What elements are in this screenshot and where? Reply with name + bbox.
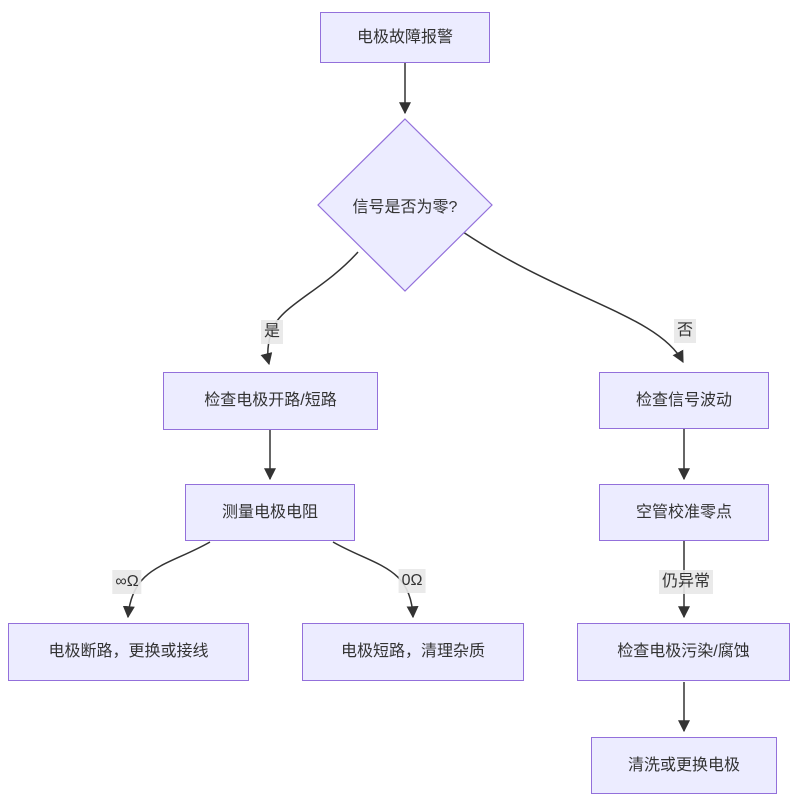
node-short-circuit-fix: 电极短路，清理杂质 bbox=[302, 623, 524, 681]
edge-label-zero-ohm: 0Ω bbox=[398, 569, 426, 593]
edge-decision-no bbox=[462, 231, 684, 364]
node-clean-or-replace: 清洗或更换电极 bbox=[591, 737, 777, 794]
edge-decision-yes bbox=[260, 251, 359, 366]
edge-measure-to-opencircuit bbox=[122, 541, 211, 619]
node-open-circuit-fix: 电极断路，更换或接线 bbox=[8, 623, 249, 681]
edge-label-infinite-ohm: ∞Ω bbox=[112, 570, 142, 594]
node-electrode-fault-alarm: 电极故障报警 bbox=[320, 12, 490, 63]
edge-label-yes: 是 bbox=[260, 320, 284, 344]
edge-label-still-abnormal: 仍异常 bbox=[658, 570, 714, 594]
node-decision-signal-zero: 信号是否为零? bbox=[352, 199, 458, 216]
node-check-open-short: 检查电极开路/短路 bbox=[163, 372, 378, 430]
node-empty-pipe-zero: 空管校准零点 bbox=[599, 484, 769, 541]
decision-diamond-shape bbox=[317, 118, 493, 292]
node-check-fluctuation: 检查信号波动 bbox=[599, 372, 769, 429]
node-check-contamination: 检查电极污染/腐蚀 bbox=[577, 623, 790, 681]
edge-measure-to-shortcircuit bbox=[332, 541, 419, 619]
node-measure-resistance: 测量电极电阻 bbox=[185, 484, 355, 541]
edge-label-no: 否 bbox=[673, 319, 697, 343]
